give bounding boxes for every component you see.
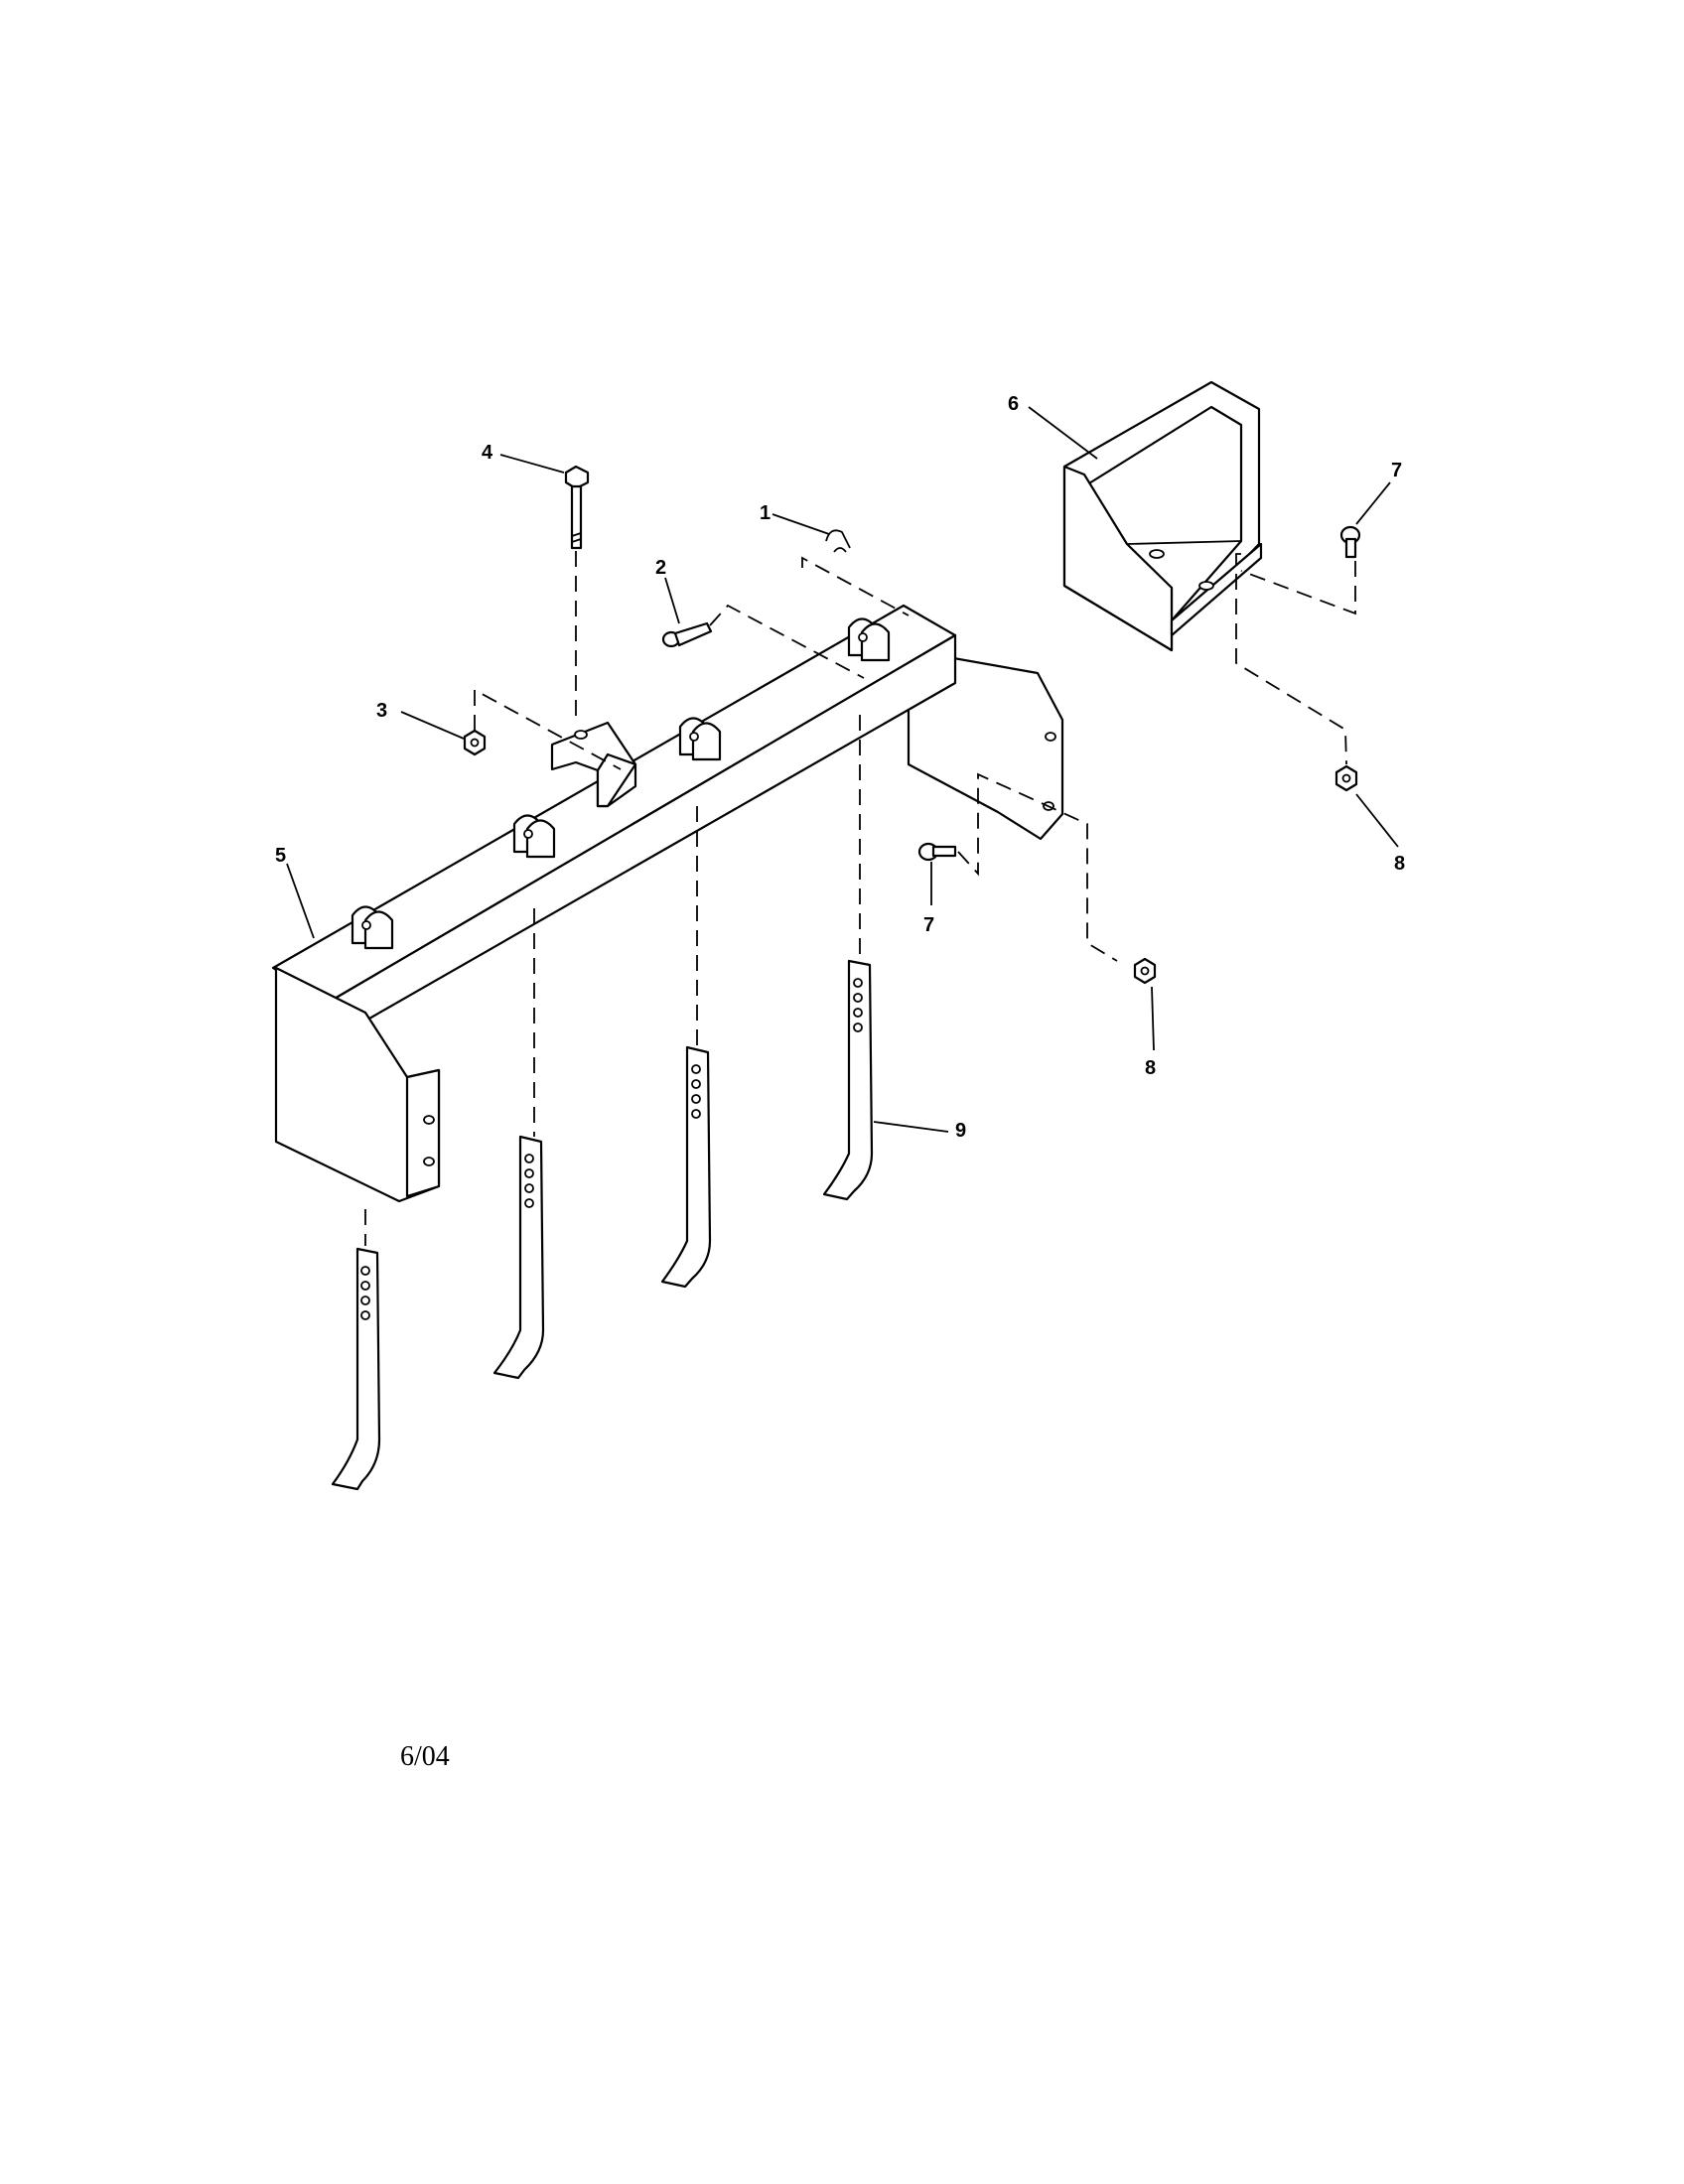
- shank: [492, 1135, 545, 1380]
- callout-1: 1: [760, 502, 771, 524]
- lock-nut: [463, 729, 487, 756]
- assembly-lines: [364, 551, 1356, 1246]
- lock-nut: [1334, 764, 1358, 792]
- callout-4: 4: [482, 442, 493, 464]
- carriage-bolt: [1339, 525, 1361, 559]
- callout-6: 6: [1008, 393, 1019, 415]
- callout-3: 3: [376, 700, 387, 722]
- revision-date: 6/04: [400, 1741, 450, 1772]
- shank: [331, 1247, 381, 1491]
- hopper-box: [1062, 380, 1263, 652]
- carriage-bolt: [917, 842, 957, 862]
- callout-9: 9: [955, 1120, 966, 1142]
- clevis-lug: [847, 617, 891, 662]
- shank: [822, 959, 874, 1201]
- callout-8-upper: 8: [1394, 853, 1405, 875]
- clevis-lug: [351, 905, 394, 950]
- shank: [660, 1045, 712, 1289]
- callout-2: 2: [655, 557, 666, 579]
- clevis-pin: [661, 621, 713, 648]
- clevis-lug: [678, 717, 722, 761]
- clevis-lug: [512, 814, 556, 859]
- callout-5: 5: [275, 845, 286, 867]
- callout-8-lower: 8: [1145, 1057, 1156, 1079]
- callout-7-lower: 7: [923, 914, 934, 936]
- callout-7-upper: 7: [1391, 460, 1402, 481]
- lock-nut: [1133, 957, 1157, 985]
- leader-lines: [286, 406, 1399, 1133]
- hex-bolt: [564, 465, 590, 550]
- frame-left-side-plate: [274, 966, 441, 1203]
- hairpin-clip: [825, 529, 851, 553]
